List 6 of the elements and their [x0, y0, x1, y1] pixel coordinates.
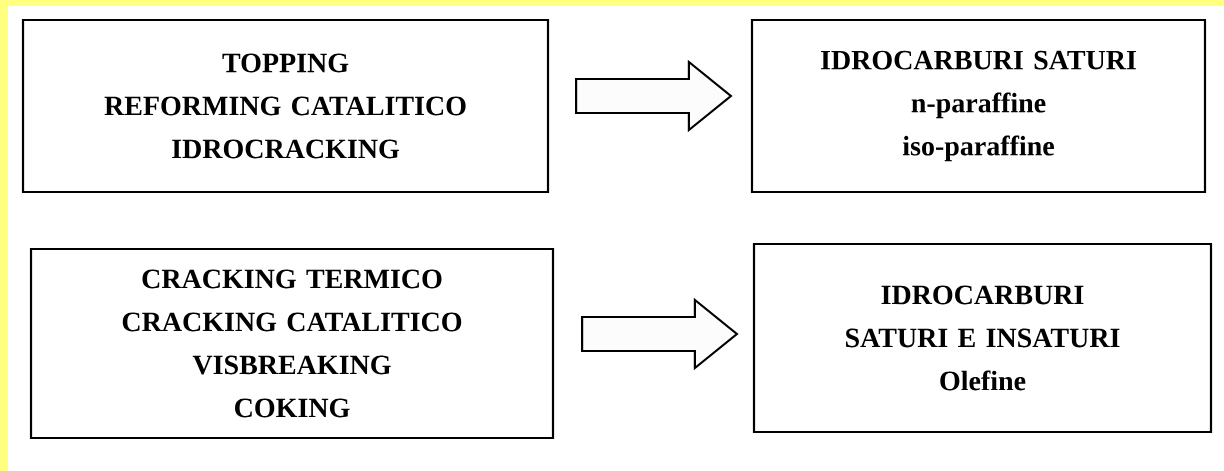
block-arrow [581, 297, 739, 371]
text-box: IDROCARBURI SATURI E INSATURI Olefine [752, 242, 1213, 434]
block-arrow [575, 59, 733, 133]
text-box: IDROCARBURI SATURI n-paraffine iso-paraffine [750, 18, 1207, 194]
text-box: CRACKING TERMICO CRACKING CATALITICO VISBREAKING COKING [29, 247, 555, 440]
text-box: TOPPING REFORMING CATALITICO IDROCRACKING [21, 18, 550, 194]
